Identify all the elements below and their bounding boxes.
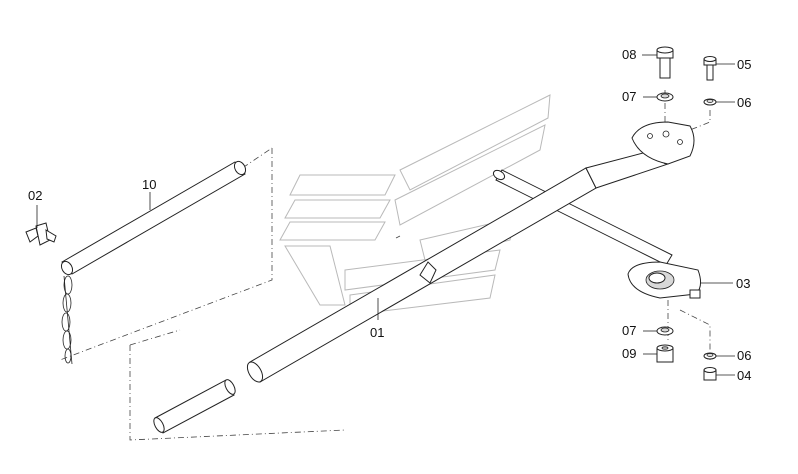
part-lower-bracket bbox=[627, 261, 702, 299]
label-part-03: 03 bbox=[736, 276, 750, 291]
guide-frames bbox=[59, 90, 711, 441]
label-part-04: 04 bbox=[737, 368, 751, 383]
part-small-bolt bbox=[703, 56, 717, 81]
part-small-nut bbox=[703, 367, 717, 381]
label-part-02: 02 bbox=[28, 188, 42, 203]
part-short-tube bbox=[153, 379, 236, 434]
leader-lines bbox=[36, 54, 735, 376]
label-part-08: 08 bbox=[622, 47, 636, 62]
part-handle-bar bbox=[60, 160, 247, 276]
part-labels: 02 10 01 08 07 05 06 03 07 09 06 04 bbox=[28, 47, 751, 383]
label-part-01: 01 bbox=[370, 325, 384, 340]
part-washer-upper bbox=[656, 92, 674, 102]
part-small-washer-upper bbox=[703, 98, 717, 106]
part-washer-lower bbox=[656, 326, 674, 336]
label-part-09: 09 bbox=[622, 346, 636, 361]
part-large-bolt bbox=[656, 46, 674, 79]
part-chain bbox=[61, 275, 73, 365]
label-part-05: 05 bbox=[737, 57, 751, 72]
label-part-07-lower: 07 bbox=[622, 323, 636, 338]
label-part-10: 10 bbox=[142, 177, 156, 192]
label-part-06-lower: 06 bbox=[737, 348, 751, 363]
part-main-drawbar bbox=[246, 147, 673, 383]
part-wing-screw bbox=[25, 222, 57, 246]
part-large-nut bbox=[656, 344, 674, 363]
part-small-washer-lower bbox=[703, 352, 717, 360]
part-upper-bracket bbox=[631, 121, 695, 165]
label-part-06-upper: 06 bbox=[737, 95, 751, 110]
label-part-07-upper: 07 bbox=[622, 89, 636, 104]
